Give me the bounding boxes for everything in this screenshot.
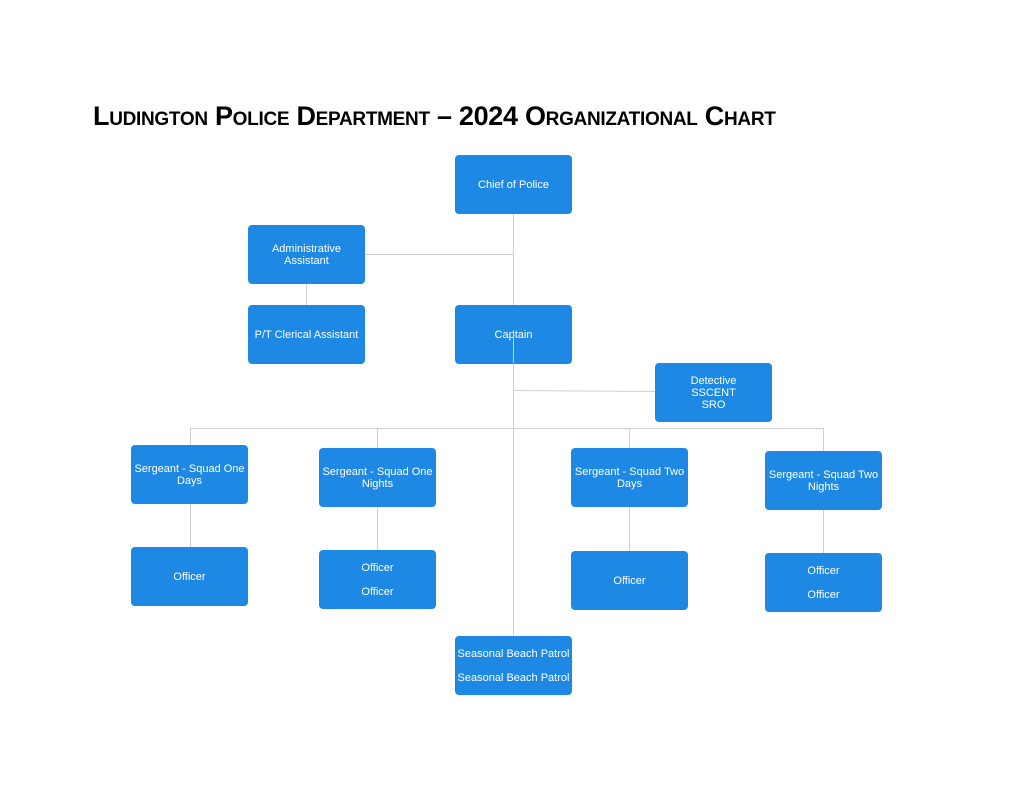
node-label: Sergeant - Squad Two [768,468,879,481]
node-label: SRO [701,398,726,411]
connector-drop-sgt-two-nights [823,428,824,451]
node-detective-sscent-sro[interactable]: Detective SSCENT SRO [655,363,772,422]
connector-sgt-two-nights-officers [823,510,824,553]
connector-chief-spine [513,214,514,636]
node-chief-of-police[interactable]: Chief of Police [455,155,572,214]
node-label: Sergeant - Squad One [322,465,433,478]
node-administrative-assistant[interactable]: Administrative Assistant [248,225,365,284]
node-sergeant-squad-one-days[interactable]: Sergeant - Squad One Days [131,445,248,504]
node-label: Officer [173,570,206,583]
node-officers-squad-two-nights[interactable]: Officer Officer [765,553,882,612]
connector-sergeants-bar [190,428,824,429]
node-officer-squad-two-days[interactable]: Officer [571,551,688,610]
node-label: Detective [690,374,737,387]
connector-drop-sgt-one-days [190,428,191,445]
node-seasonal-beach-patrol[interactable]: Seasonal Beach Patrol Seasonal Beach Pat… [455,636,572,695]
node-sergeant-squad-one-nights[interactable]: Sergeant - Squad One Nights [319,448,436,507]
node-label: Sergeant - Squad One [134,462,245,475]
node-label: Seasonal Beach Patrol [457,647,570,660]
node-label: Assistant [284,254,329,267]
chart-title: Ludington Police Department – 2024 Organ… [93,101,776,131]
node-label: Officer [613,574,646,587]
node-label: Nights [361,477,394,490]
node-officer-squad-one-days[interactable]: Officer [131,547,248,606]
connector-admin-clerical [306,283,307,305]
node-label: Officer [807,564,840,577]
connector-chief-admin [364,254,513,255]
node-label: Sergeant - Squad Two [574,465,685,478]
node-label: Chief of Police [478,178,549,191]
node-label: Days [176,474,203,487]
node-sergeant-squad-two-nights[interactable]: Sergeant - Squad Two Nights [765,451,882,510]
node-label: SSCENT [691,386,736,399]
node-label: Administrative [271,242,342,255]
node-label: Officer [807,588,840,601]
connector-captain-detective [512,390,655,392]
node-label: Days [616,477,643,490]
node-label: Seasonal Beach Patrol [457,671,570,684]
connector-sgt-one-days-officer [190,503,191,547]
node-pt-clerical-assistant[interactable]: P/T Clerical Assistant [248,305,365,364]
node-label: P/T Clerical Assistant [254,328,359,341]
node-officers-squad-one-nights[interactable]: Officer Officer [319,550,436,609]
connector-captain-passthrough [513,330,514,363]
connector-sgt-two-days-officer [629,507,630,551]
connector-sgt-one-nights-officers [377,507,378,550]
node-label: Officer [361,561,394,574]
node-label: Nights [807,480,840,493]
connector-drop-sgt-two-days [629,428,630,448]
node-label: Officer [361,585,394,598]
node-sergeant-squad-two-days[interactable]: Sergeant - Squad Two Days [571,448,688,507]
connector-drop-sgt-one-nights [377,428,378,448]
